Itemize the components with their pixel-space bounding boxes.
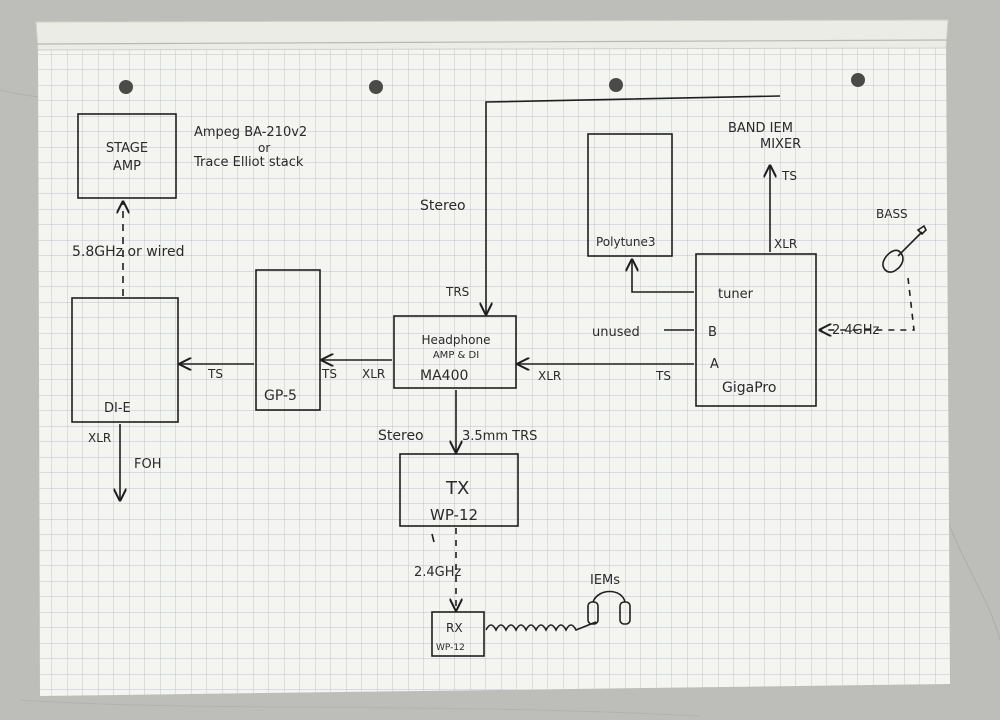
xlr-band-label: XLR — [774, 237, 797, 251]
foh-label: FOH — [134, 457, 162, 472]
gigapro-box — [695, 253, 817, 407]
ts-giga-label: TS — [655, 369, 671, 383]
stereo-top-label: Stereo — [420, 198, 466, 214]
punch-hole-2 — [369, 80, 383, 94]
xlr-gp5-label: XLR — [362, 367, 385, 381]
xlr-di-label: XLR — [88, 431, 111, 445]
stereo-bottom-label: Stereo — [378, 428, 424, 444]
rx-label-1: RX — [446, 621, 463, 635]
di-e-box — [71, 297, 179, 423]
amp-option-1: Ampeg BA-210v2 — [194, 125, 307, 140]
iems-label: IEMs — [590, 573, 620, 588]
gigapro-name-label: GigaPro — [722, 380, 776, 396]
trs-35-label: 3.5mm TRS — [462, 429, 537, 444]
punch-hole-4 — [851, 73, 865, 87]
wireless-bass-label: 2.4GHz — [832, 323, 880, 338]
polytune-box — [587, 133, 673, 257]
gp5-box — [255, 269, 321, 411]
trs-top-label: TRS — [445, 285, 469, 299]
bass-guitar-icon — [882, 224, 927, 273]
band-iem-label-2: MIXER — [760, 137, 801, 152]
amp-option-or: or — [258, 141, 270, 155]
wireless-iem-label: 2.4GHz — [414, 565, 462, 580]
tx-label-2: WP-12 — [430, 506, 478, 524]
bass-label: BASS — [876, 207, 908, 221]
ma400-label-2: AMP & DI — [433, 350, 479, 361]
band-iem-label-1: BAND IEM — [728, 121, 793, 136]
iem-coil-cable — [485, 621, 597, 632]
di-e-label: DI-E — [104, 401, 131, 416]
diagram — [71, 95, 927, 657]
unused-label: unused — [592, 325, 640, 340]
gp5-label: GP-5 — [264, 388, 297, 404]
gigapro-b-label: B — [708, 325, 717, 340]
ma400-label-3: MA400 — [420, 368, 468, 384]
polytune-label: Polytune3 — [596, 235, 656, 249]
gigapro-a-label: A — [710, 357, 719, 372]
band-iem-feed-line — [486, 95, 781, 314]
stage-amp-label-2: AMP — [113, 159, 141, 174]
diagram-text: STAGE AMP Ampeg BA-210v2 or Trace Elliot… — [72, 121, 908, 653]
rx-label-2: WP-12 — [436, 643, 465, 653]
tx-label-1: TX — [445, 478, 469, 499]
ts-gp5-label: TS — [321, 367, 337, 381]
amp-option-2: Trace Elliot stack — [193, 155, 304, 170]
punch-hole-3 — [609, 78, 623, 92]
punch-hole-1 — [119, 80, 133, 94]
wireless-stage-label: 5.8GHz or wired — [72, 244, 185, 260]
stage-amp-box — [77, 113, 177, 199]
paper — [35, 19, 950, 696]
gigapro-tuner-label: tuner — [718, 287, 754, 302]
ma400-label-1: Headphone — [422, 333, 491, 347]
tuner-line — [632, 260, 694, 293]
ts-di-label: TS — [207, 367, 223, 381]
bass-wireless-link — [820, 277, 915, 330]
rx-box — [431, 611, 485, 657]
ts-band-label: TS — [781, 169, 797, 183]
xlr-ma-label: XLR — [538, 369, 561, 383]
stage-amp-label-1: STAGE — [106, 141, 148, 156]
tx-box — [399, 453, 519, 527]
ma400-box — [393, 315, 517, 389]
